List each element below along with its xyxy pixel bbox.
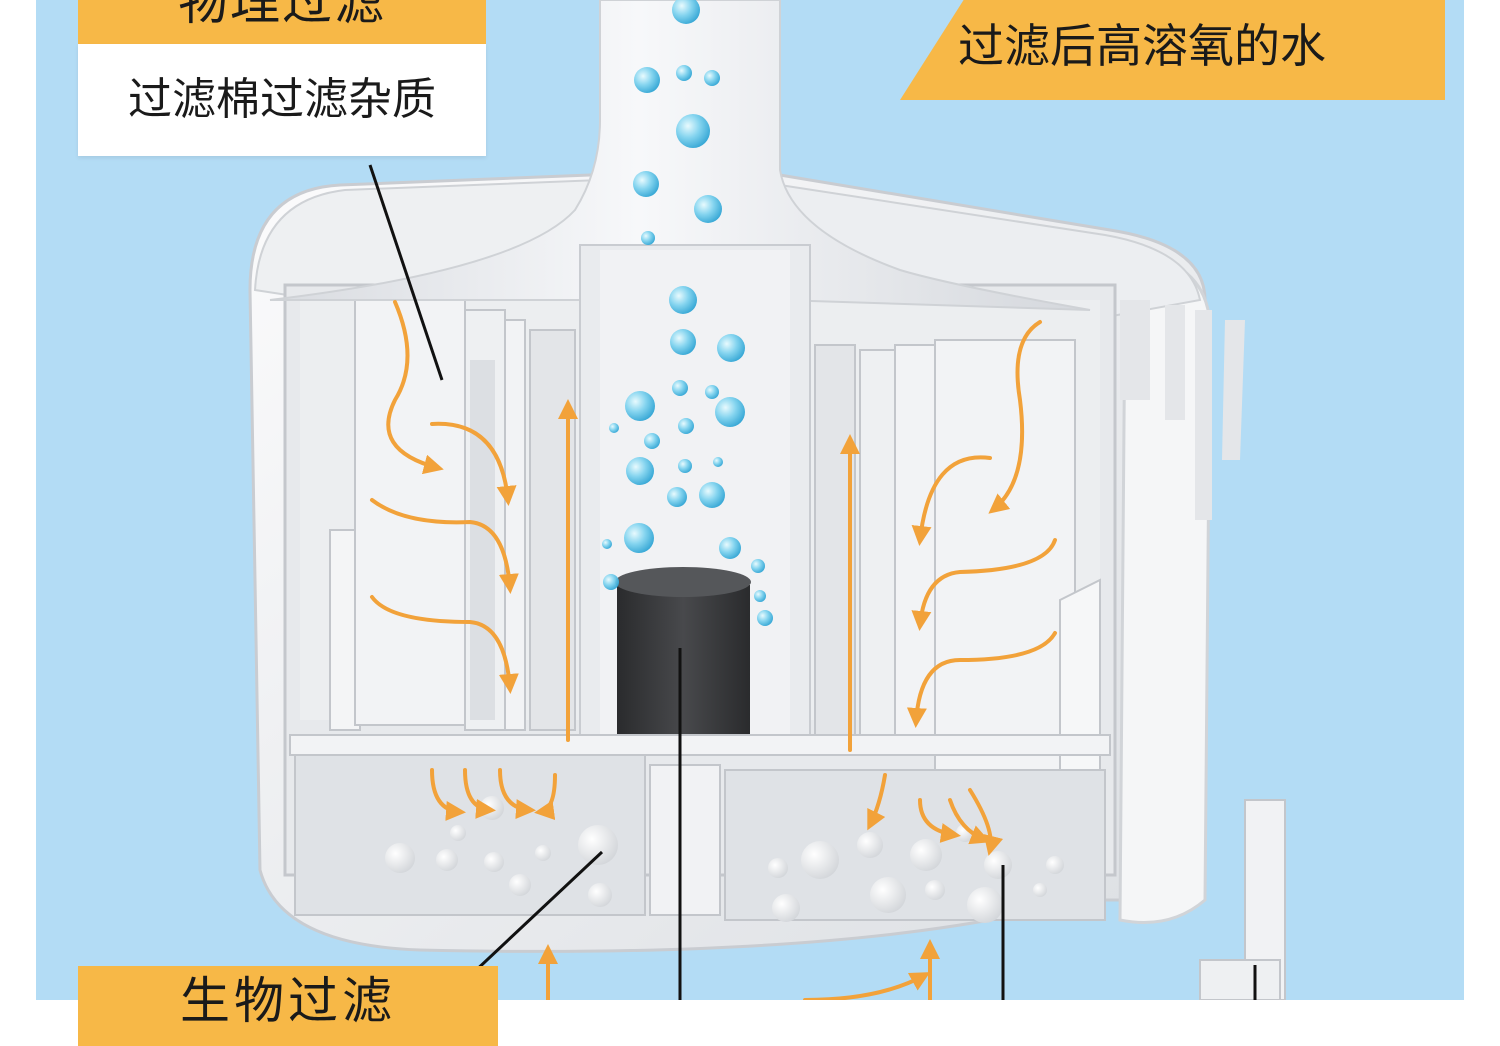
physical-filter-label: 物理过滤	[78, 0, 486, 44]
pump-motor	[615, 567, 751, 743]
high-oxygen-water-label: 过滤后高溶氧的水	[900, 0, 1445, 100]
bio-filter-label: 生物过滤	[78, 966, 498, 1046]
cotton-filter-label: 过滤棉过滤杂质	[78, 44, 486, 156]
left-filter-cartridge	[330, 295, 575, 730]
